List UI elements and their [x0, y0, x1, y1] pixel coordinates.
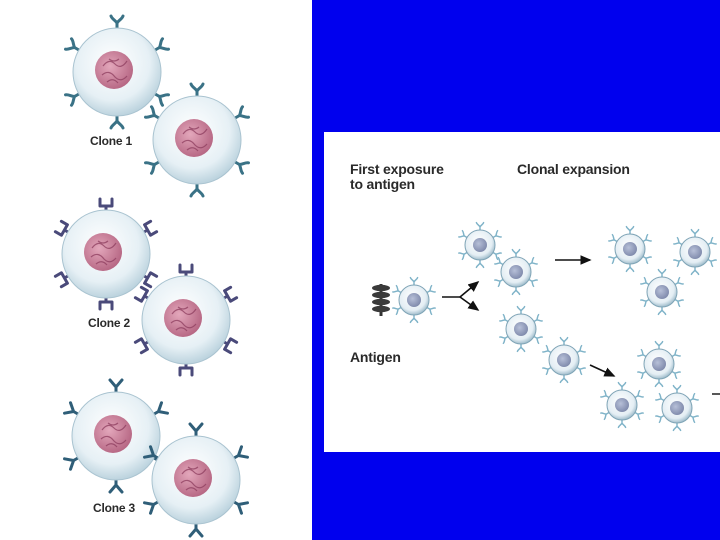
nucleus — [175, 119, 213, 157]
first-exposure-label: First exposure to antigen — [350, 161, 444, 192]
receptor-icon — [98, 197, 114, 214]
receptor-icon — [178, 263, 194, 280]
clone-1-cell-a — [64, 14, 170, 130]
clone-3-label: Clone 3 — [93, 501, 135, 515]
nucleus — [509, 265, 523, 279]
receptor-group — [133, 263, 239, 377]
chromatin — [90, 240, 117, 266]
antigen-label: Antigen — [350, 349, 401, 365]
expanded-lymphocyte — [494, 248, 538, 296]
receptor-icon — [53, 219, 72, 237]
nucleus — [655, 285, 669, 299]
nucleus — [670, 401, 684, 415]
expanded-lymphocyte — [542, 336, 586, 384]
nucleus — [514, 322, 528, 336]
clone-2-label: Clone 2 — [88, 316, 130, 330]
receptor-group — [53, 197, 159, 311]
chromatin — [100, 422, 127, 448]
expanded-lymphocyte — [673, 228, 717, 276]
nucleus — [615, 398, 629, 412]
receptor-group — [64, 14, 170, 130]
expanded-lymphocyte — [655, 384, 699, 432]
clonal-expansion-label: Clonal expansion — [517, 161, 630, 177]
chromatin — [180, 466, 207, 492]
expanded-lymphocyte — [640, 268, 684, 316]
clone-2-cell-a — [53, 197, 159, 311]
nucleus — [688, 245, 702, 259]
receptor-group — [63, 378, 169, 494]
nucleus — [557, 353, 571, 367]
nucleus — [84, 233, 122, 271]
clonal-expansion-illustration — [372, 221, 720, 432]
expanded-lymphocyte — [608, 225, 652, 273]
expanded-lymphocyte — [458, 221, 502, 269]
nucleus — [174, 459, 212, 497]
receptor-icon — [178, 360, 194, 377]
antigen-icon — [372, 284, 390, 316]
chromatin — [101, 58, 128, 84]
nucleus — [94, 415, 132, 453]
receptor-icon — [140, 219, 159, 237]
receptor-icon — [98, 294, 114, 311]
chromatin — [181, 126, 208, 152]
clone-2-cell-b — [133, 263, 239, 377]
clone-panel: Clone 1 Clone 2 Clone 3 — [0, 0, 312, 540]
nucleus — [407, 293, 421, 307]
nucleus — [623, 242, 637, 256]
branch-arrows — [442, 280, 480, 311]
expanded-lymphocyte — [600, 381, 644, 429]
receptor-icon — [133, 285, 152, 303]
receptor-icon — [133, 337, 152, 355]
clone-1-cell-b — [144, 82, 250, 198]
clonal-expansion-figure: First exposure to antigen Clonal expansi… — [324, 132, 720, 452]
clone-illustration — [53, 14, 250, 538]
receptor-icon — [220, 285, 239, 303]
nucleus — [164, 299, 202, 337]
expanded-lymphocyte — [499, 305, 543, 353]
receptor-icon — [53, 271, 72, 289]
nucleus — [652, 357, 666, 371]
receptor-icon — [140, 271, 159, 289]
clone-1-label: Clone 1 — [90, 134, 132, 148]
initial-lymphocyte — [392, 276, 436, 324]
expanded-lymphocyte — [637, 340, 681, 388]
chromatin — [170, 306, 197, 332]
receptor-icon — [220, 337, 239, 355]
nucleus — [473, 238, 487, 252]
clone-3-cell-b — [143, 422, 249, 538]
expansion-arrow — [589, 364, 616, 377]
nucleus — [95, 51, 133, 89]
clone-3-cell-a — [63, 378, 169, 494]
